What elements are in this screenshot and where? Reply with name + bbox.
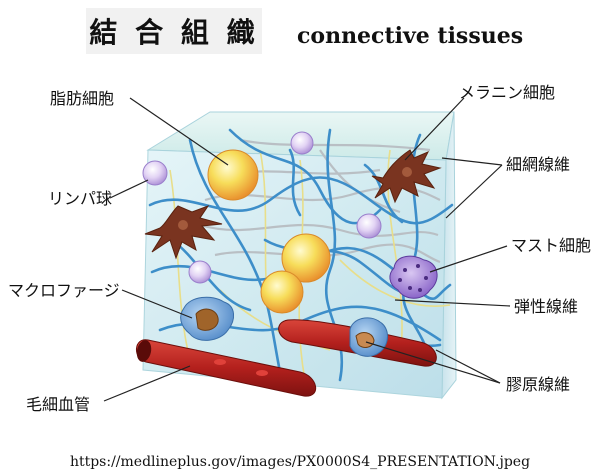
- label-melanocyte: メラニン細胞: [459, 83, 555, 102]
- title-background: [86, 8, 262, 54]
- melanocyte-cell: [144, 204, 223, 260]
- lymphocyte-cell: [142, 160, 168, 186]
- label-elastic-fiber: 弾性線維: [514, 297, 578, 316]
- melanocyte-nucleus: [178, 220, 188, 230]
- adipocyte-cell: [260, 270, 304, 314]
- leader-melanocyte: [404, 97, 465, 161]
- melanocyte-upper: [371, 149, 442, 204]
- macrophage-nucleus: [195, 308, 219, 331]
- capillary-segment-left: [136, 339, 316, 397]
- leader-elastic: [394, 299, 511, 307]
- label-mast-cell: マスト細胞: [511, 236, 591, 255]
- leader-reticular-b: [445, 164, 503, 219]
- red-blood-cell: [256, 370, 268, 376]
- lymphocytes: [142, 131, 382, 284]
- leader-collagen-a: [435, 349, 501, 384]
- source-url: https://medlineplus.gov/images/PX0000S4_…: [70, 454, 530, 470]
- label-capillary: 毛細血管: [26, 395, 90, 414]
- leader-collagen-b: [365, 341, 501, 384]
- label-macrophage: マクロファージ: [8, 281, 120, 300]
- mast-cell: [389, 255, 438, 299]
- label-collagen-fiber: 膠原線維: [506, 375, 570, 394]
- label-reticular-fiber: 細網線維: [506, 155, 570, 174]
- mast-cell-body: [389, 255, 438, 299]
- leader-capillary: [103, 365, 191, 402]
- lymphocyte-cell: [290, 131, 314, 155]
- leader-lymphocyte: [109, 179, 149, 199]
- melanocyte-lower: [144, 204, 223, 260]
- label-adipocyte: 脂肪細胞: [50, 89, 114, 108]
- label-lymphocyte: リンパ球: [48, 189, 112, 208]
- leader-lines: [103, 97, 511, 402]
- adipocyte-cell: [281, 233, 331, 283]
- adipocytes: [207, 149, 331, 314]
- red-blood-cell: [214, 359, 226, 365]
- leader-adipocyte: [129, 97, 229, 166]
- adipocyte-cell: [207, 149, 259, 201]
- title-japanese: 結 合 組 織: [89, 16, 258, 49]
- macrophage-left: [180, 296, 234, 341]
- leader-mast-cell: [429, 245, 508, 273]
- macrophage-nucleus: [355, 332, 375, 348]
- lymphocyte-cell: [188, 260, 212, 284]
- leader-reticular-a: [441, 157, 503, 166]
- leader-macrophage: [121, 289, 193, 319]
- capillary-opening: [136, 340, 152, 362]
- melanocyte-nucleus: [402, 167, 412, 177]
- lymphocyte-cell: [356, 213, 382, 239]
- macrophage-right: [349, 317, 388, 357]
- title-english: connective tissues: [297, 23, 523, 49]
